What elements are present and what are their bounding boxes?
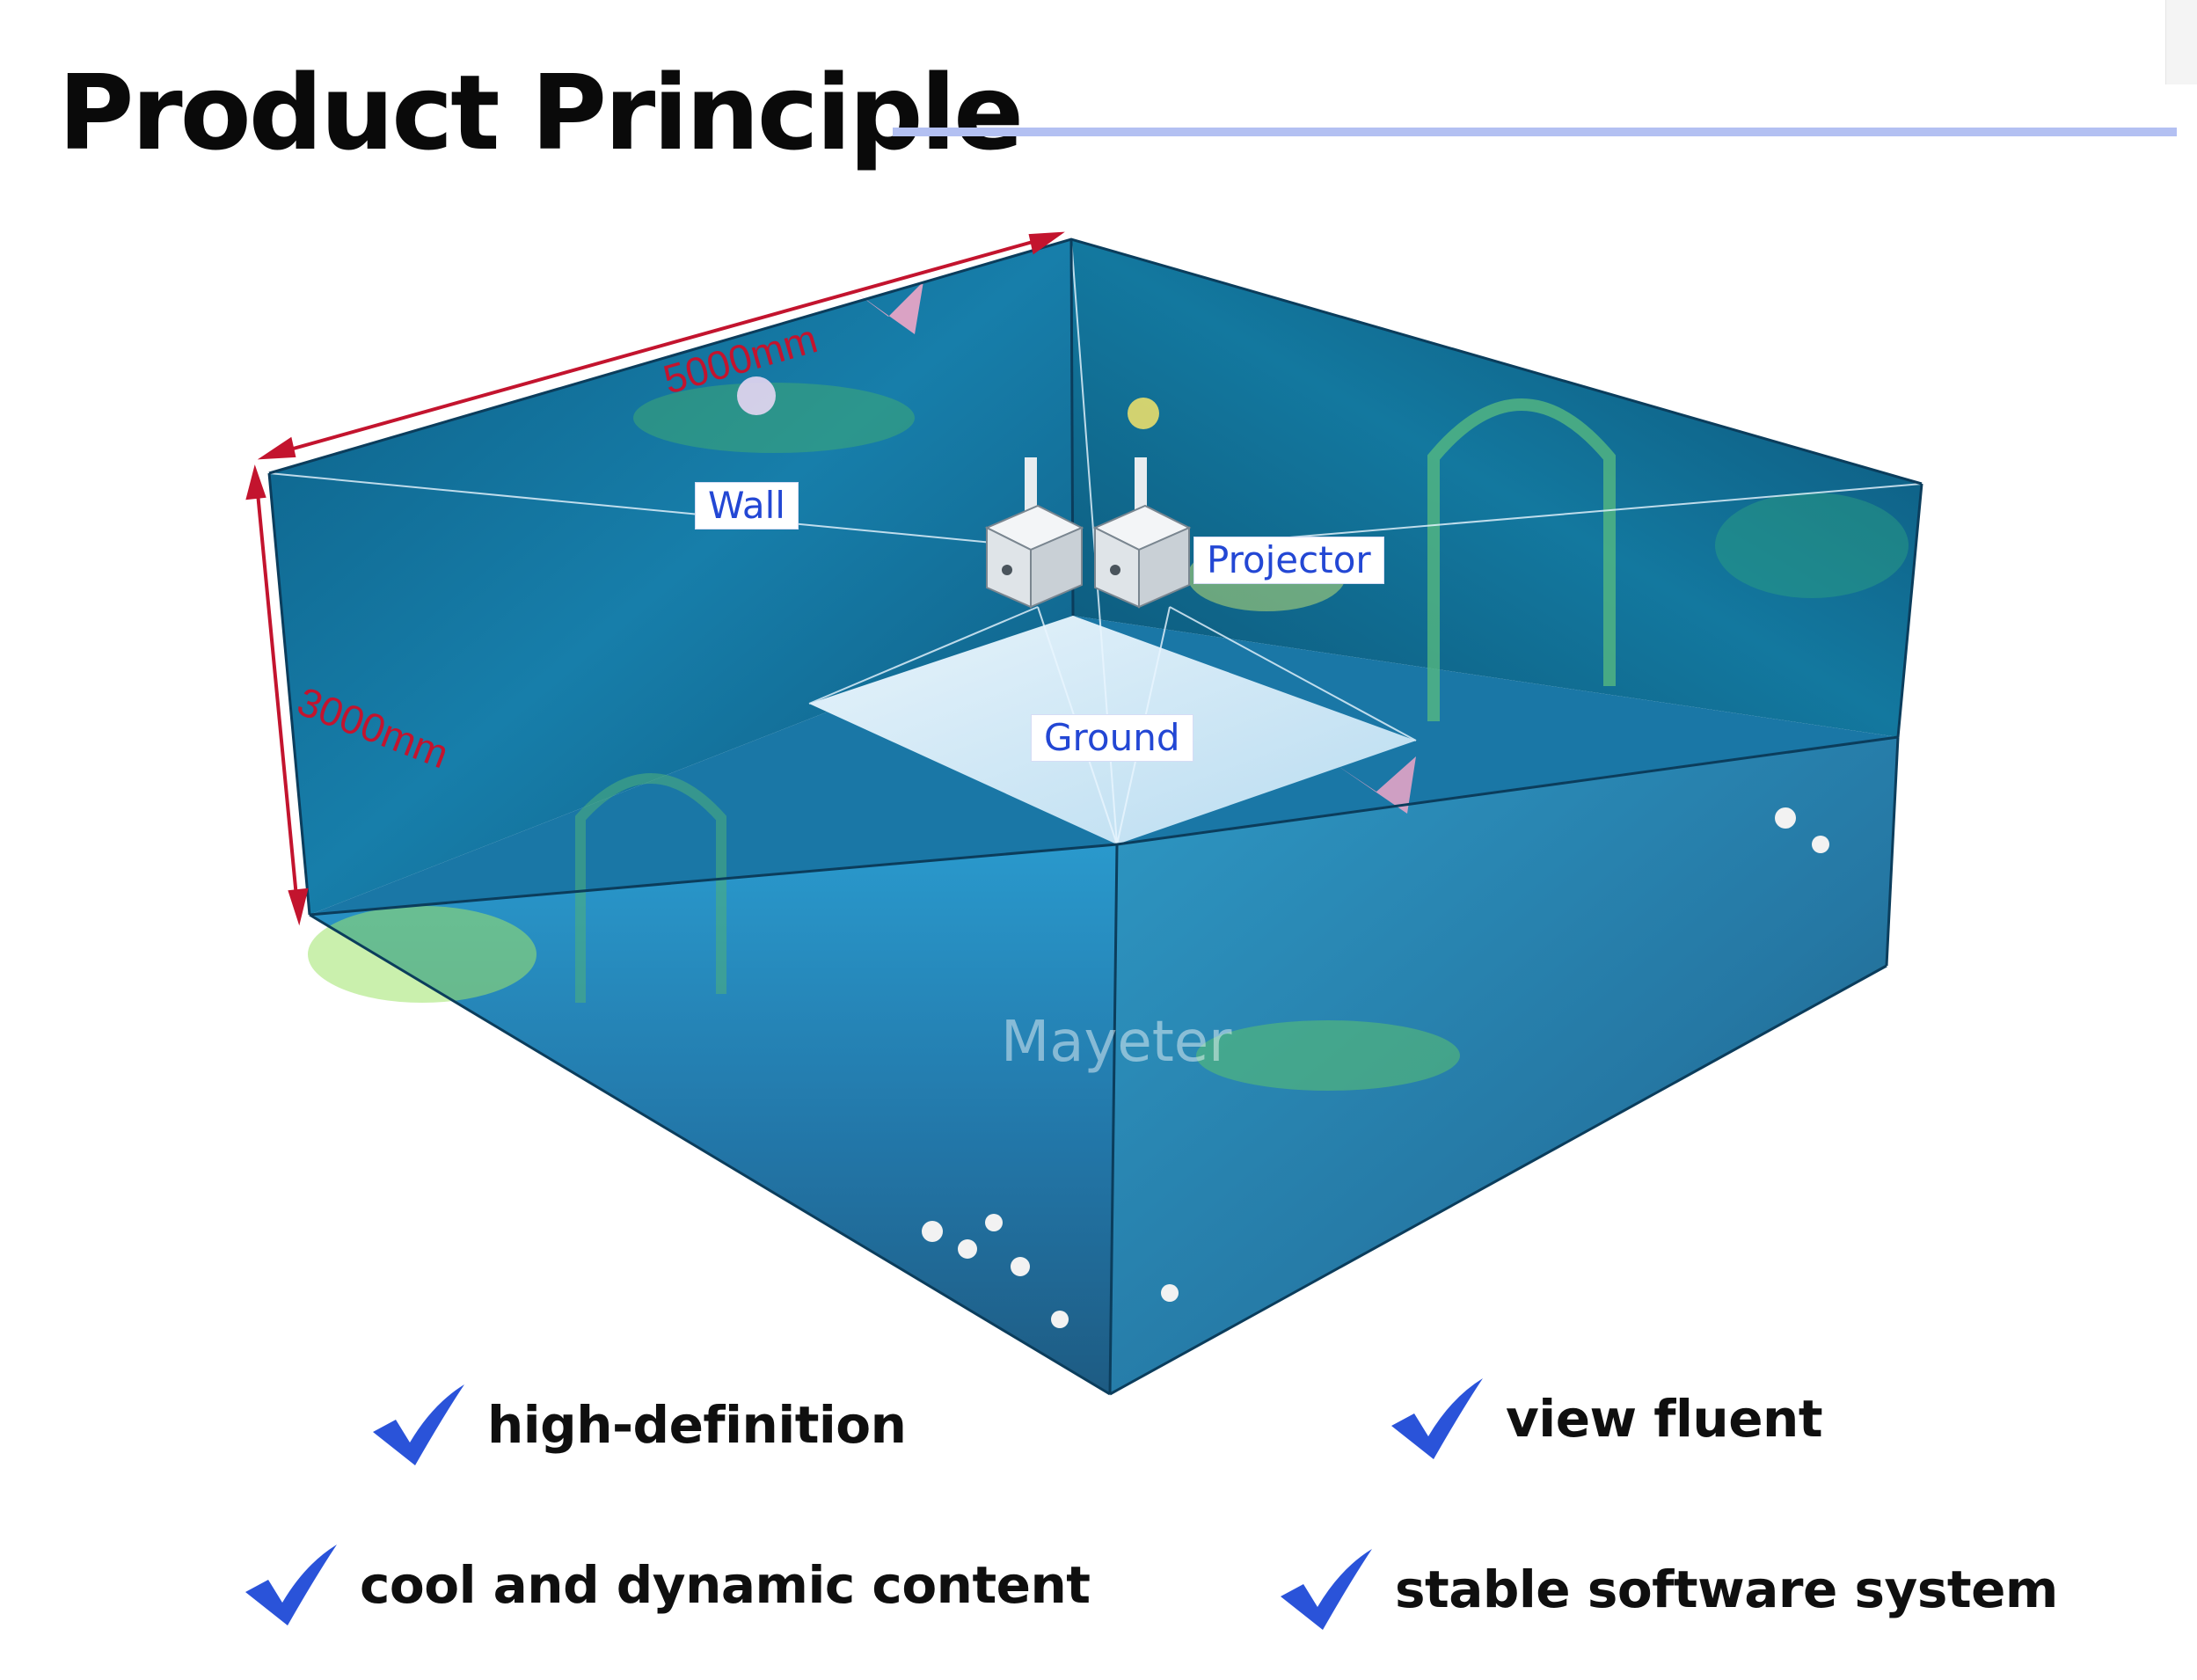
ground-label: Ground: [1031, 714, 1193, 763]
check-icon: [1281, 1549, 1372, 1630]
feature-label: cool and dynamic content: [360, 1555, 1091, 1615]
room-edges: [267, 237, 1923, 1396]
feature-item: view fluent: [1388, 1375, 1823, 1463]
length-dimension-arrow: [257, 231, 1065, 460]
watermark: Mayeter: [1001, 1010, 1232, 1075]
check-icon: [1391, 1378, 1483, 1459]
feature-item: high-definition: [369, 1381, 907, 1469]
feature-label: high-definition: [487, 1395, 907, 1455]
back-left-wall: [269, 239, 1073, 915]
page-title: Product Principle: [58, 52, 1024, 173]
feature-label: stable software system: [1395, 1559, 2058, 1619]
back-right-wall: [1071, 239, 1922, 737]
height-dimension-arrow: [245, 464, 309, 926]
corner-tab: [2165, 0, 2197, 84]
title-divider: [893, 128, 2177, 136]
feature-item: cool and dynamic content: [242, 1541, 1091, 1629]
feature-item: stable software system: [1277, 1545, 2058, 1633]
feature-label: view fluent: [1506, 1389, 1823, 1449]
check-icon: [245, 1545, 337, 1625]
front-right-wall: [1110, 737, 1898, 1394]
projector-icon: [984, 457, 1192, 609]
check-icon: [373, 1384, 464, 1465]
projector-label: Projector: [1193, 537, 1384, 585]
wall-label: Wall: [695, 482, 799, 530]
